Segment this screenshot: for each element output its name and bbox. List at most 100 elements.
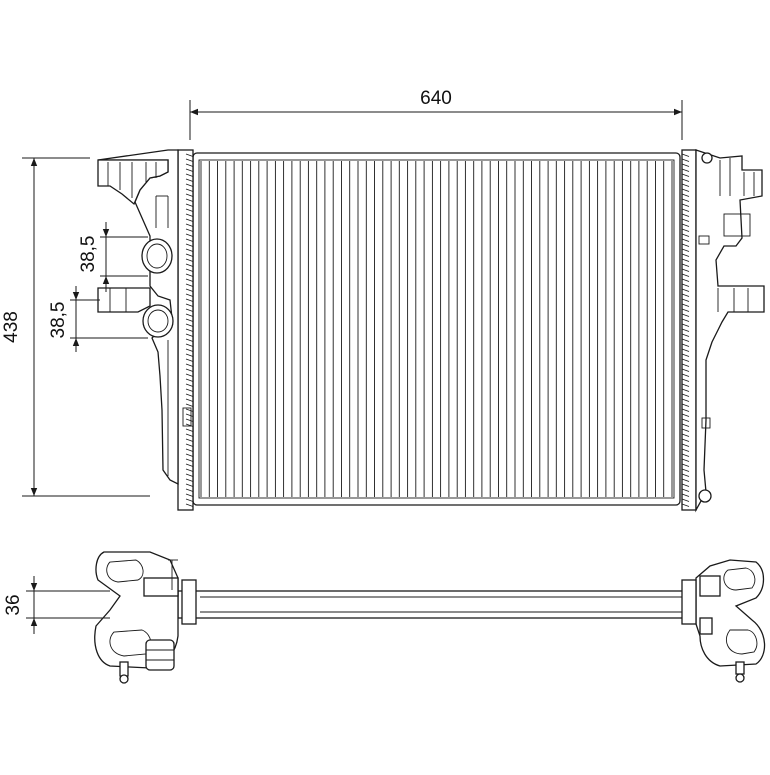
header-tooth	[681, 463, 690, 467]
header-tooth	[681, 253, 690, 257]
header-tooth	[681, 168, 690, 172]
header-tooth	[185, 343, 194, 347]
header-tooth	[681, 313, 690, 317]
header-tooth	[185, 233, 194, 237]
header-tooth	[185, 468, 194, 472]
header-tooth	[681, 358, 690, 362]
header-tooth	[681, 163, 690, 167]
header-tooth	[185, 388, 194, 392]
header-tooth	[681, 468, 690, 472]
header-tooth	[681, 318, 690, 322]
header-tooth	[185, 383, 194, 387]
depth-label: 36	[3, 594, 24, 615]
header-tooth	[185, 223, 194, 227]
header-tooth	[681, 298, 690, 302]
header-tooth	[185, 473, 194, 477]
header-tooth	[185, 273, 194, 277]
header-tooth	[681, 438, 690, 442]
header-tooth	[185, 353, 194, 357]
header-tooth	[681, 413, 690, 417]
header-tooth	[185, 243, 194, 247]
core-slab	[177, 590, 697, 619]
header-tooth	[681, 423, 690, 427]
header-tooth	[681, 418, 690, 422]
header-tooth	[185, 198, 194, 202]
header-tooth	[185, 483, 194, 487]
header-tooth	[681, 388, 690, 392]
core-frame	[192, 152, 681, 506]
header-tooth	[185, 253, 194, 257]
header-tooth	[185, 443, 194, 447]
core-fins	[200, 161, 673, 497]
header-tooth	[681, 428, 690, 432]
header-tooth	[681, 203, 690, 207]
right-tank	[695, 149, 765, 513]
header-tooth	[185, 378, 194, 382]
header-tooth	[185, 393, 194, 397]
header-tooth	[185, 163, 194, 167]
left-outlet-pipe	[145, 639, 175, 671]
header-tooth	[185, 303, 194, 307]
header-tooth	[681, 233, 690, 237]
header-tooth	[681, 283, 690, 287]
header-tooth	[681, 408, 690, 412]
header-tooth	[185, 428, 194, 432]
header-tooth	[681, 248, 690, 252]
header-tooth	[185, 368, 194, 372]
header-tooth	[185, 318, 194, 322]
header-tooth	[185, 308, 194, 312]
header-tooth	[185, 408, 194, 412]
header-tooth	[185, 228, 194, 232]
header-tooth	[681, 333, 690, 337]
header-tooth	[681, 273, 690, 277]
header-tooth	[185, 413, 194, 417]
header-tooth	[185, 218, 194, 222]
header-tooth	[185, 263, 194, 267]
header-tooth	[681, 258, 690, 262]
upper-pitch-label: 38,5	[78, 236, 99, 273]
depth-dimension: 36	[3, 576, 110, 634]
header-tooth	[185, 398, 194, 402]
width-dimension: 640	[189, 88, 683, 140]
left-tank	[97, 149, 192, 486]
upper-pitch-dimension: 38,5	[78, 222, 148, 292]
lower-pitch-dimension: 38,5	[48, 286, 148, 352]
header-tooth	[681, 383, 690, 387]
header-tooth	[681, 293, 690, 297]
header-tooth	[185, 463, 194, 467]
header-tooth	[185, 183, 194, 187]
header-tooth	[681, 228, 690, 232]
header-tooth	[185, 313, 194, 317]
front-view: 640 438 38,5 38,5	[1, 88, 765, 513]
header-tooth	[185, 458, 194, 462]
header-tooth	[681, 183, 690, 187]
header-tooth	[185, 208, 194, 212]
header-tooth	[185, 438, 194, 442]
header-tooth	[185, 363, 194, 367]
height-label: 438	[1, 311, 22, 343]
header-tooth	[185, 173, 194, 177]
header-tooth	[681, 238, 690, 242]
header-tooth	[681, 153, 690, 157]
header-tooth	[681, 278, 690, 282]
header-tooth	[681, 478, 690, 482]
drain-plug	[698, 489, 712, 503]
width-label: 640	[420, 88, 452, 109]
header-tooth	[185, 423, 194, 427]
header-tooth	[185, 433, 194, 437]
header-tooth	[185, 348, 194, 352]
header-tooth	[681, 473, 690, 477]
header-tooth	[185, 498, 194, 502]
header-tooth	[681, 188, 690, 192]
header-tooth	[185, 298, 194, 302]
header-tooth	[681, 403, 690, 407]
header-tooth	[185, 358, 194, 362]
header-tooth	[185, 288, 194, 292]
header-tooth	[681, 493, 690, 497]
header-tooth	[185, 213, 194, 217]
header-tooth	[185, 203, 194, 207]
header-tooth	[185, 453, 194, 457]
header-tooth	[681, 393, 690, 397]
header-tooth	[681, 213, 690, 217]
